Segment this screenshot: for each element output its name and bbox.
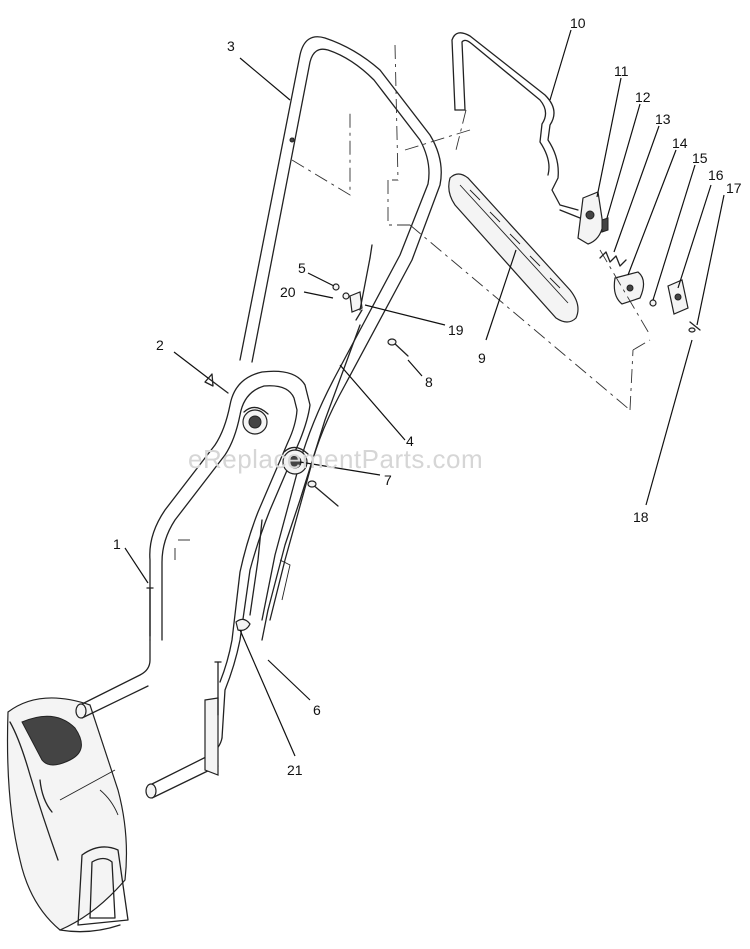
callout-15: 15 [692, 150, 708, 166]
callout-13: 13 [655, 111, 671, 127]
callout-9: 9 [478, 350, 486, 366]
upper-handle [239, 36, 442, 621]
control-panel [448, 173, 579, 323]
callout-18: 18 [633, 509, 649, 525]
callout-19: 19 [448, 322, 464, 338]
callout-7: 7 [384, 472, 392, 488]
cable-clip-hardware [332, 244, 373, 313]
leader-lines [124, 29, 725, 757]
mower-deck-housing [6, 697, 129, 933]
throttle-parts-cluster [559, 191, 701, 333]
bail-bar [451, 32, 579, 211]
bolts [146, 338, 409, 716]
callout-17: 17 [726, 180, 742, 196]
callout-1: 1 [113, 536, 121, 552]
callout-3: 3 [227, 38, 235, 54]
callout-8: 8 [425, 374, 433, 390]
watermark: eReplacementParts.com [188, 444, 483, 474]
handle-knobs [242, 406, 309, 475]
callout-numbers: 1 2 3 4 5 6 7 8 9 10 11 12 13 14 15 16 1… [113, 15, 742, 778]
callout-16: 16 [708, 167, 724, 183]
callout-14: 14 [672, 135, 688, 151]
callout-5: 5 [298, 260, 306, 276]
callout-2: 2 [156, 337, 164, 353]
callout-6: 6 [313, 702, 321, 718]
callout-10: 10 [570, 15, 586, 31]
lower-handle [75, 370, 311, 799]
callout-11: 11 [614, 63, 629, 79]
control-cable [249, 309, 363, 641]
callout-21: 21 [287, 762, 303, 778]
callout-12: 12 [635, 89, 651, 105]
assembly-dash-lines [291, 44, 651, 411]
callout-4: 4 [406, 433, 414, 449]
callout-20: 20 [280, 284, 296, 300]
